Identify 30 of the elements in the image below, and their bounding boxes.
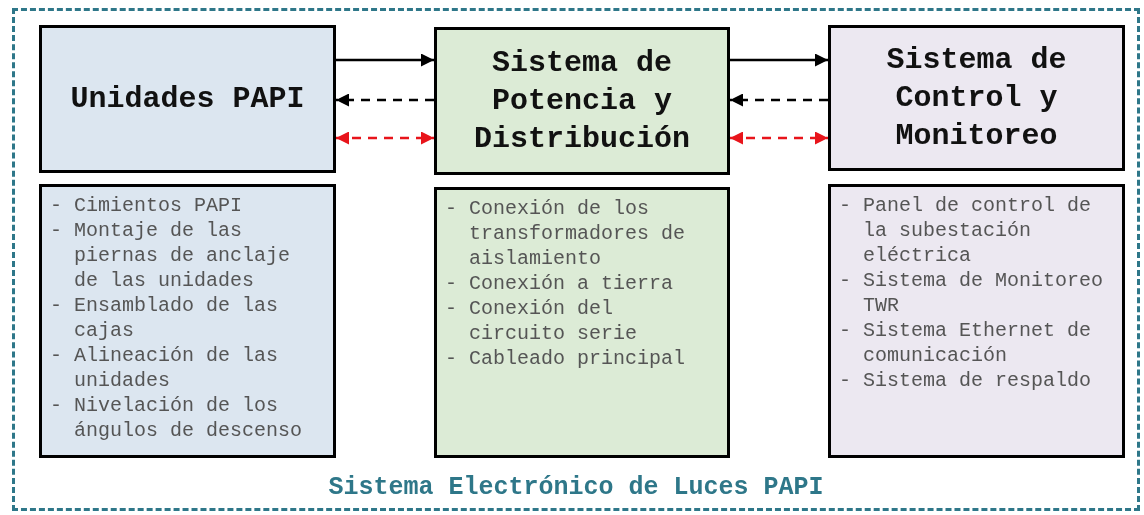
dashed-arrow: [730, 93, 828, 107]
task-list-box: [434, 187, 730, 458]
task-list-box: [828, 184, 1125, 458]
dashed-arrow: [730, 131, 828, 145]
task-item: - Alineación de las unidades: [50, 343, 280, 393]
system-title: Unidades PAPI: [70, 81, 305, 118]
task-item: - Conexión a tierra: [445, 271, 675, 296]
dashed-arrow: [336, 93, 434, 107]
task-list-box: [39, 184, 336, 458]
system-box: [434, 27, 730, 175]
task-item: - Panel de control de la subestación eléctrica: [839, 193, 1093, 268]
arrow: [336, 53, 434, 67]
system-box: [39, 25, 336, 173]
task-item: - Cableado principal: [445, 346, 687, 371]
dashed-arrow: [336, 131, 434, 145]
system-boundary-frame: [12, 8, 1140, 511]
system-box: [828, 25, 1125, 171]
task-item: - Sistema de Monitoreo TWR: [839, 268, 1105, 318]
task-item: - Montaje de las piernas de anclaje de las unidades: [50, 218, 292, 293]
task-item: - Nivelación de los ángulos de descenso: [50, 393, 304, 443]
task-item: - Ensamblado de las cajas: [50, 293, 280, 343]
system-title: Sistema de Potencia y Distribución: [472, 45, 691, 158]
arrow: [730, 53, 828, 67]
task-item: - Cimientos PAPI: [50, 193, 244, 218]
task-item: - Conexión de los transformadores de aislamiento: [445, 196, 687, 271]
task-item: - Conexión del circuito serie: [445, 296, 639, 346]
task-item: - Sistema Ethernet de comunicación: [839, 318, 1093, 368]
task-item: - Sistema de respaldo: [839, 368, 1093, 393]
system-title: Sistema de Control y Monitoreo: [885, 42, 1068, 155]
frame-label: Sistema Electrónico de Luces PAPI: [327, 473, 825, 502]
